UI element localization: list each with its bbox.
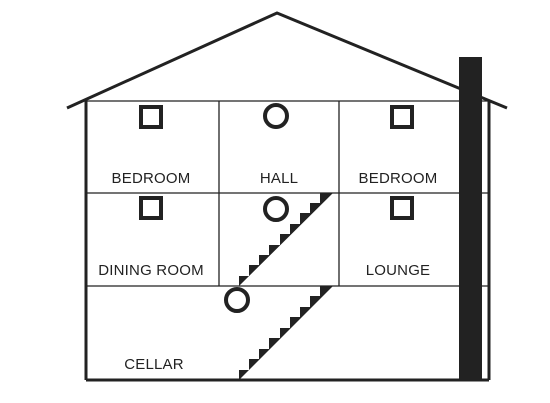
room-label-dining-room: DINING ROOM bbox=[98, 262, 204, 279]
square-detector-icon bbox=[139, 105, 163, 129]
room-label-lounge: LOUNGE bbox=[366, 262, 431, 279]
staircase-lower bbox=[239, 286, 333, 380]
circle-detector-icon bbox=[263, 103, 289, 129]
room-label-cellar: CELLAR bbox=[124, 356, 184, 373]
room-label-bedroom-left: BEDROOM bbox=[112, 170, 191, 187]
square-detector-icon bbox=[139, 196, 163, 220]
square-detector-icon bbox=[390, 105, 414, 129]
room-label-bedroom-right: BEDROOM bbox=[359, 170, 438, 187]
square-detector-icon bbox=[390, 196, 414, 220]
circle-detector-icon bbox=[263, 196, 289, 222]
chimney bbox=[459, 57, 482, 380]
staircase-upper bbox=[239, 193, 333, 286]
roof-outline bbox=[66, 11, 508, 110]
room-label-hall: HALL bbox=[260, 170, 298, 187]
circle-detector-icon bbox=[224, 287, 250, 313]
